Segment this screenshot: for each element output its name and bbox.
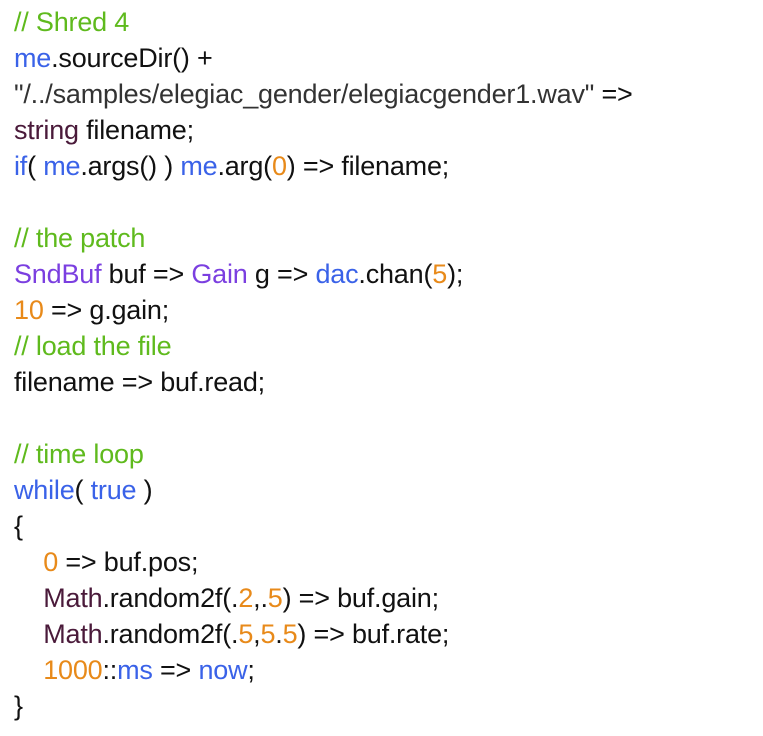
code-token-number: 0 <box>271 151 287 181</box>
code-line: // load the file <box>14 328 633 364</box>
code-token-number: 5 <box>260 619 276 649</box>
code-token-ident: { <box>14 511 23 541</box>
code-token-keyword: while <box>14 475 75 505</box>
code-line: string filename; <box>14 112 633 148</box>
code-token-number: 10 <box>14 295 44 325</box>
code-line: filename => buf.read; <box>14 364 633 400</box>
code-token-ident: ( <box>27 151 44 181</box>
code-token-class: SndBuf <box>14 259 102 289</box>
code-line: // Shred 4 <box>14 4 633 40</box>
code-token-type: string <box>14 115 79 145</box>
code-token-ident: . <box>275 619 283 649</box>
code-token-string: "/../samples/elegiac_gender/elegiacgende… <box>14 79 595 109</box>
code-token-ident: buf => <box>101 259 192 289</box>
code-line: 1000::ms => now; <box>14 652 633 688</box>
code-token-ident: ) => buf.rate; <box>297 619 450 649</box>
code-line: 0 => buf.pos; <box>14 544 633 580</box>
code-line: } <box>14 688 633 724</box>
code-line: ​ <box>14 400 633 436</box>
code-token-ident: => <box>152 655 199 685</box>
code-token-ident: ,. <box>253 583 268 613</box>
code-token-ident: => buf.pos; <box>58 547 199 577</box>
code-token-builtin: now <box>198 655 248 685</box>
code-line: Math.random2f(.2,.5) => buf.gain; <box>14 580 633 616</box>
code-token-ident: .arg( <box>217 151 272 181</box>
code-token-ident: ( <box>74 475 91 505</box>
code-token-ident <box>14 547 43 577</box>
code-token-ident: } <box>14 691 23 721</box>
code-token-ident: .sourceDir() + <box>51 43 213 73</box>
code-token-number: 1000 <box>43 655 103 685</box>
code-token-ident: filename; <box>78 115 194 145</box>
code-line: if( me.args() ) me.arg(0) => filename; <box>14 148 633 184</box>
code-token-number: 2 <box>238 583 254 613</box>
code-line: me.sourceDir() + <box>14 40 633 76</box>
code-token-ident <box>14 583 43 613</box>
code-token-type: Math <box>43 583 103 613</box>
code-line: 10 => g.gain; <box>14 292 633 328</box>
code-token-comment: // load the file <box>14 331 172 361</box>
code-token-number: 5 <box>238 619 254 649</box>
code-token-ident: .chan( <box>358 259 433 289</box>
code-token-ident: :: <box>102 655 118 685</box>
code-token-ident: , <box>253 619 261 649</box>
code-token-ident: ); <box>447 259 464 289</box>
code-line: { <box>14 508 633 544</box>
code-token-ident: .random2f(. <box>102 619 239 649</box>
code-token-ident: .random2f(. <box>102 583 239 613</box>
code-token-ident: ; <box>247 655 255 685</box>
code-token-ident: ) => buf.gain; <box>282 583 440 613</box>
code-token-keyword: if <box>14 151 28 181</box>
code-line: while( true ) <box>14 472 633 508</box>
code-token-builtin: me <box>14 43 52 73</box>
code-token-ident <box>14 619 43 649</box>
code-line: Math.random2f(.5,5.5) => buf.rate; <box>14 616 633 652</box>
code-line: SndBuf buf => Gain g => dac.chan(5); <box>14 256 633 292</box>
code-token-ident: => <box>594 79 633 109</box>
code-token-number: 5 <box>267 583 283 613</box>
code-token-ident: ) <box>136 475 153 505</box>
code-token-builtin: me <box>180 151 218 181</box>
code-line: "/../samples/elegiac_gender/elegiacgende… <box>14 76 633 112</box>
code-token-class: Gain <box>191 259 248 289</box>
code-token-type: Math <box>43 619 103 649</box>
code-token-ident: .args() ) <box>80 151 181 181</box>
code-token-ident: => g.gain; <box>43 295 170 325</box>
code-token-number: 5 <box>282 619 298 649</box>
code-token-comment: // time loop <box>14 439 144 469</box>
code-token-keyword: true <box>90 475 137 505</box>
code-token-builtin: me <box>43 151 81 181</box>
code-token-comment: // Shred 4 <box>14 7 130 37</box>
code-token-comment: // the patch <box>14 223 146 253</box>
code-line: ​ <box>14 184 633 220</box>
code-token-ident: ) => filename; <box>286 151 450 181</box>
code-token-number: 0 <box>43 547 59 577</box>
code-token-builtin: dac <box>315 259 359 289</box>
code-token-ident <box>14 655 43 685</box>
code-line: // time loop <box>14 436 633 472</box>
code-token-builtin: ms <box>117 655 153 685</box>
code-token-ident: filename => buf.read; <box>14 367 265 397</box>
code-line: // the patch <box>14 220 633 256</box>
code-token-ident: g => <box>247 259 316 289</box>
code-token-number: 5 <box>432 259 448 289</box>
